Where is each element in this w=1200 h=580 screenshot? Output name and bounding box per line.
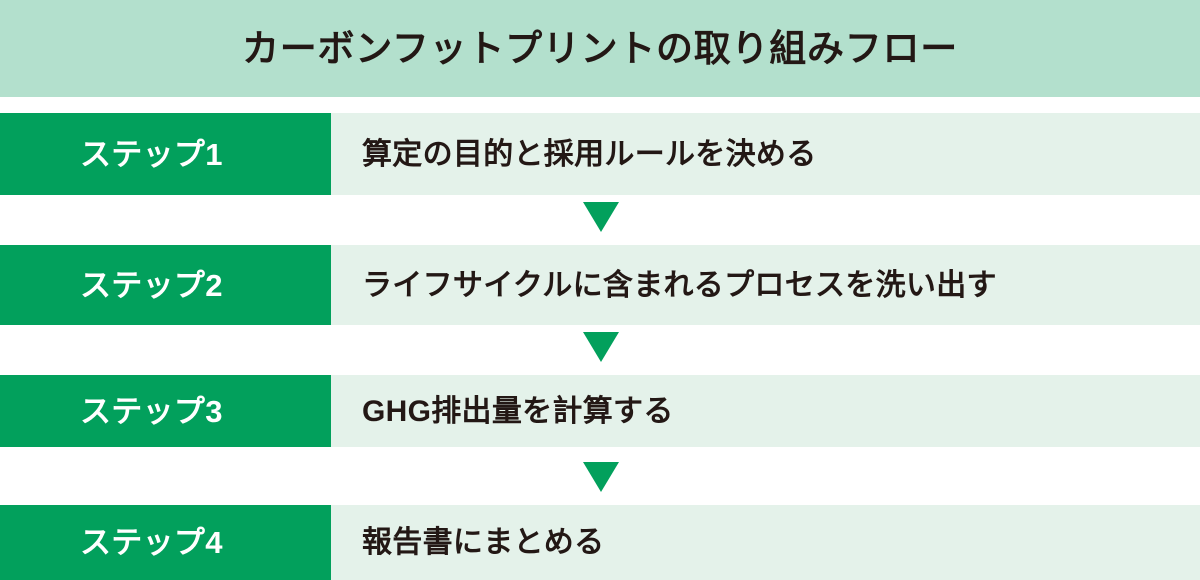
step-description-3: GHG排出量を計算する [362,394,674,428]
triangle-down-icon [583,462,619,492]
step-description-1: 算定の目的と採用ルールを決める [362,137,817,171]
step-body-4: 報告書にまとめる [331,505,1200,580]
step-badge-2: ステップ2 [0,245,331,325]
step-badge-1: ステップ1 [0,113,331,195]
step-badge-label-1: ステップ1 [80,136,223,172]
step-badge-4: ステップ4 [0,505,331,580]
diagram-header: カーボンフットプリントの取り組みフロー [0,0,1200,97]
flow-step-row-4: ステップ4 報告書にまとめる [0,505,1200,580]
step-body-2: ライフサイクルに含まれるプロセスを洗い出す [331,245,1200,325]
page-title: カーボンフットプリントの取り組みフロー [242,28,958,69]
step-badge-label-4: ステップ4 [80,525,223,560]
step-description-4: 報告書にまとめる [362,526,605,559]
triangle-down-icon [583,202,619,232]
triangle-down-icon [583,332,619,362]
step-badge-3: ステップ3 [0,375,331,447]
step-badge-label-3: ステップ3 [80,393,223,429]
flow-step-row-2: ステップ2 ライフサイクルに含まれるプロセスを洗い出す [0,245,1200,325]
step-description-2: ライフサイクルに含まれるプロセスを洗い出す [362,268,997,302]
flow-step-row-1: ステップ1 算定の目的と採用ルールを決める [0,113,1200,195]
flow-step-row-3: ステップ3 GHG排出量を計算する [0,375,1200,447]
step-body-3: GHG排出量を計算する [331,375,1200,447]
step-badge-label-2: ステップ2 [80,267,223,303]
step-body-1: 算定の目的と採用ルールを決める [331,113,1200,195]
